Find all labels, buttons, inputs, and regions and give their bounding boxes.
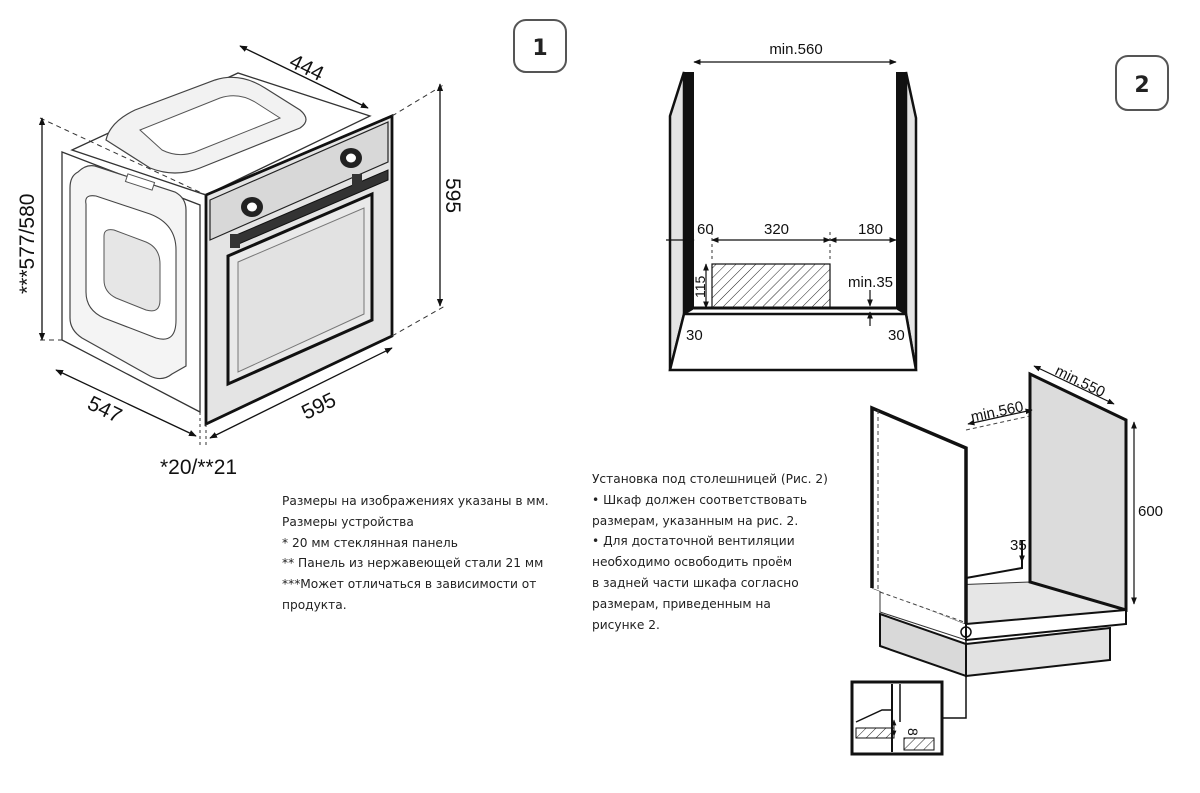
dim-opening-width: 320 [764,221,789,238]
cabinet-iso-drawing [850,365,1137,756]
dim-height-iso: 600 [1138,503,1163,520]
note-line: рисунке 2. [592,617,660,632]
dim-opening-height: 115 [692,275,708,298]
note-line: Установка под столешницей (Рис. 2) [592,472,828,486]
dim-depth-bottom: 547 [84,392,126,428]
oven-drawing [38,45,446,448]
dim-width-bottom: 595 [298,388,340,424]
dim-min-width-iso: min.560 [969,398,1025,426]
dim-left-gap: 60 [697,221,714,238]
figure-badge-2: 2 [1115,55,1169,111]
note-line: размерам, приведенным на [592,596,771,611]
dim-left-30: 30 [686,327,703,344]
note-line: * 20 мм стеклянная панель [282,535,458,550]
figure-badge-1: 1 [513,19,567,73]
dim-detail: 8 [905,728,921,736]
dim-height-right: 595 [441,178,464,213]
dim-panel-thickness: *20/**21 [160,456,237,479]
notes-dimensions: Размеры на изображениях указаны в мм. Ра… [282,491,549,616]
dim-right-30: 30 [888,327,905,344]
note-line: продукта. [282,597,347,612]
note-line: Размеры на изображениях указаны в мм. [282,494,549,508]
dim-right-gap: 180 [858,221,883,238]
note-line: ** Панель из нержавеющей стали 21 мм [282,556,544,571]
note-line: ***Может отличаться в зависимости от [282,577,537,592]
note-line: размерам, указанным на рис. 2. [592,513,799,528]
note-line: необходимо освободить проём [592,555,793,570]
dim-gap-iso: 35 [1010,537,1027,554]
note-line: • Для достаточной вентиляции [592,534,795,549]
note-line: Размеры устройства [282,514,414,529]
dim-height-left: ***577/580 [16,194,39,294]
dim-depth-top: 444 [286,50,328,86]
svg-text:1: 1 [532,36,547,61]
dim-min-width-front: min.560 [769,41,822,58]
svg-text:2: 2 [1134,73,1149,98]
dim-min-gap: min.35 [848,274,893,291]
notes-installation: Установка под столешницей (Рис. 2) • Шка… [592,469,828,635]
cabinet-front-drawing [666,59,918,372]
note-line: • Шкаф должен соответствовать [592,492,808,507]
note-line: в задней части шкафа согласно [592,575,799,590]
